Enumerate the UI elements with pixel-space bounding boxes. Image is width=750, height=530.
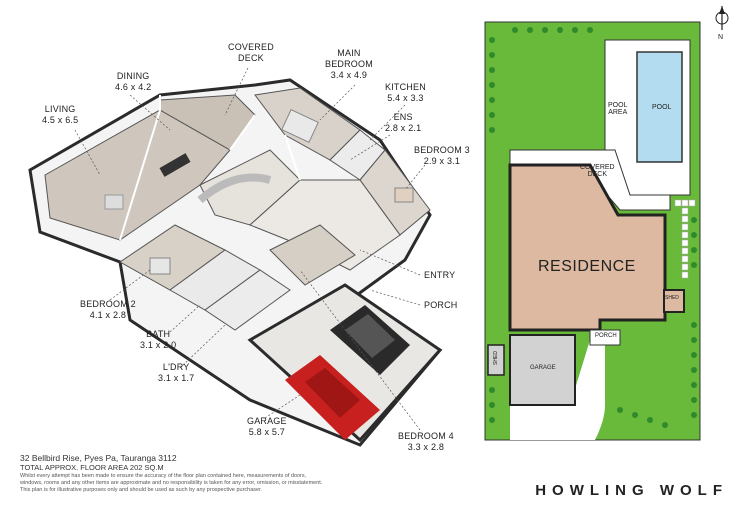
label-living: LIVING 4.5 x 6.5 (42, 104, 79, 125)
shed-left-label: SHED (492, 351, 499, 365)
disclaimer: Whilst every attempt has been made to en… (20, 473, 323, 493)
north-arrow-icon (715, 6, 729, 30)
floor-plan-3d (28, 67, 443, 447)
label-porch: PORCH (424, 300, 458, 310)
brand-logo: HOWLING WOLF (535, 482, 728, 499)
garage-label: GARAGE (530, 365, 556, 371)
label-bedroom-3: BEDROOM 3 2.9 x 3.1 (414, 145, 470, 166)
label-dining: DINING 4.6 x 4.2 (115, 71, 152, 92)
label-entry: ENTRY (424, 270, 456, 280)
label-bedroom-4: BEDROOM 4 3.3 x 2.8 (398, 431, 454, 452)
label-ens: ENS 2.8 x 2.1 (385, 112, 422, 133)
property-address: 32 Bellbird Rise, Pyes Pa, Tauranga 3112 (20, 453, 177, 463)
residence (508, 163, 667, 332)
label-bedroom-2: BEDROOM 2 4.1 x 2.8 (80, 299, 136, 320)
pool-label: POOL (652, 104, 672, 111)
shed-right-label: SHED (665, 295, 679, 301)
label-covered-deck: COVERED DECK (228, 42, 274, 63)
pool (636, 51, 683, 163)
label-laundry: L'DRY 3.1 x 1.7 (158, 362, 195, 383)
site-plan (484, 6, 729, 441)
total-floor-area: TOTAL APPROX. FLOOR AREA 202 SQ.M (20, 463, 164, 472)
label-main-bedroom: MAIN BEDROOM 3.4 x 4.9 (325, 48, 373, 80)
label-bath: BATH 3.1 x 2.0 (140, 329, 177, 350)
label-kitchen: KITCHEN 5.4 x 3.3 (385, 82, 426, 103)
north-label: N (718, 34, 724, 41)
residence-label: RESIDENCE (538, 258, 636, 275)
garage (509, 334, 576, 406)
label-garage: GARAGE 5.8 x 5.7 (247, 416, 287, 437)
porch-label: PORCH (595, 333, 617, 339)
